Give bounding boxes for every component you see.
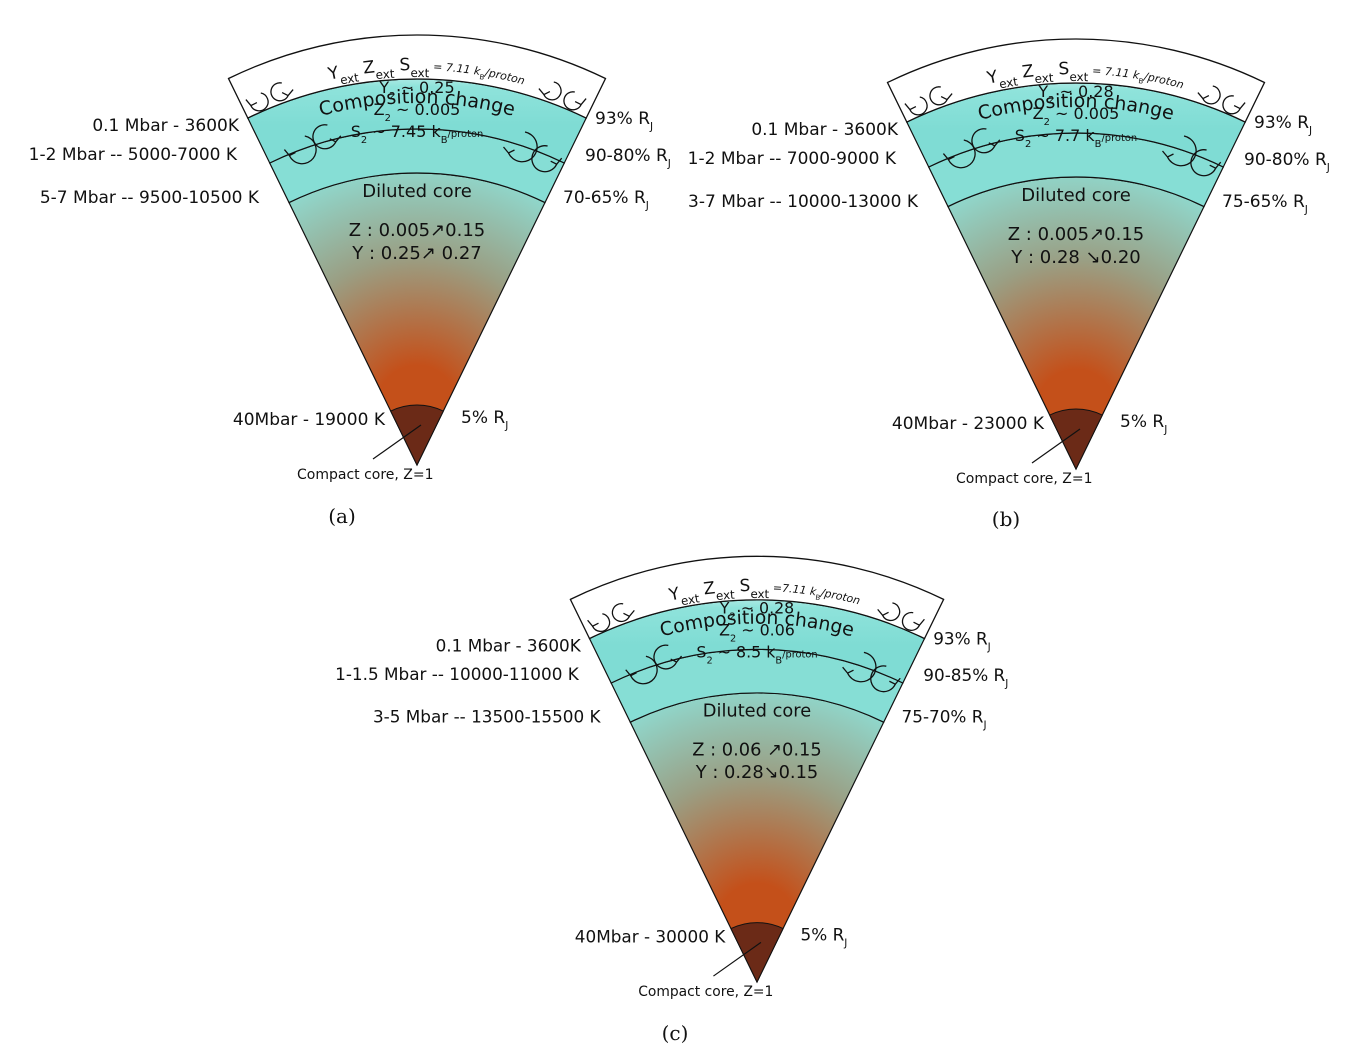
s2-value: S2 ~ 8.5 kB/proton [696, 642, 817, 666]
convection-swirl-icon [245, 92, 269, 112]
pressure-temperature-label: 0.1 Mbar - 3600K [436, 635, 582, 655]
convection-swirl-icon [1197, 85, 1221, 105]
panel-caption: (b) [992, 507, 1020, 531]
compact-core-label: Compact core, Z=1 [956, 471, 1093, 487]
pressure-temperature-label: 5-7 Mbar -- 9500-10500 K [40, 188, 260, 208]
pressure-temperature-label: 1-1.5 Mbar -- 10000-11000 K [335, 664, 580, 684]
convection-swirl-icon [270, 82, 294, 102]
panel-caption: (c) [662, 1021, 689, 1045]
panel-caption: (a) [328, 504, 356, 528]
radius-fraction-label: 5% RJ [801, 924, 848, 949]
convection-swirl-icon [611, 602, 635, 623]
convection-swirl-icon [1162, 135, 1197, 167]
core-y-range: Y : 0.28 ↘0.20 [1010, 247, 1140, 268]
panel-c: Yext Zext Sext =7.11 kB/protonCompositio… [335, 555, 1008, 1000]
radius-fraction-label: 75-65% RJ [1222, 192, 1308, 216]
convection-swirl-icon [929, 86, 953, 106]
core-y-range: Y : 0.25↗ 0.27 [351, 243, 481, 264]
y2-value: Y2 ~ 0.28 [719, 599, 795, 623]
convection-swirl-icon [538, 81, 562, 101]
convection-swirl-icon [587, 613, 611, 633]
radius-fraction-label: 90-85% RJ [923, 665, 1008, 690]
convection-swirl-icon [942, 139, 976, 169]
z2-value: Z2 ~ 0.005 [374, 100, 461, 124]
pressure-temperature-label: 3-7 Mbar -- 10000-13000 K [688, 192, 919, 212]
compact-core [730, 922, 784, 984]
pressure-temperature-label: 1-2 Mbar -- 5000-7000 K [29, 145, 238, 165]
diluted-core-title: Diluted core [1021, 185, 1131, 206]
convection-swirl-icon [1222, 95, 1246, 115]
convection-swirl-icon [503, 131, 538, 163]
radius-fraction-label: 93% RJ [1254, 113, 1312, 137]
compact-core-label: Compact core, Z=1 [638, 984, 773, 1000]
convection-swirl-icon [870, 665, 901, 693]
core-z-range: Z : 0.005↗0.15 [1008, 224, 1145, 245]
convection-swirl-icon [1190, 149, 1222, 177]
compact-core-label: Compact core, Z=1 [297, 467, 434, 483]
convection-swirl-icon [283, 135, 317, 165]
convection-swirl-icon [877, 602, 901, 622]
pressure-temperature-label: 1-2 Mbar -- 7000-9000 K [688, 149, 897, 169]
convection-swirl-icon [563, 91, 587, 111]
pressure-temperature-label: 40Mbar - 19000 K [233, 410, 386, 430]
radius-fraction-label: 75-70% RJ [902, 707, 987, 732]
compact-core-pointer [713, 941, 762, 977]
pressure-temperature-label: 3-5 Mbar -- 13500-15500 K [373, 707, 602, 727]
s2-value: S2 ~ 7.7 kB/proton [1015, 126, 1137, 150]
compact-core-pointer [372, 424, 422, 460]
diluted-core-title: Diluted core [703, 701, 811, 722]
pressure-temperature-label: 0.1 Mbar - 3600K [92, 116, 240, 136]
compact-core [1049, 408, 1103, 471]
pressure-temperature-label: 0.1 Mbar - 3600K [751, 120, 899, 140]
radius-fraction-label: 93% RJ [933, 628, 991, 653]
radius-fraction-label: 93% RJ [595, 109, 653, 133]
outer-envelope-layer [886, 38, 1266, 123]
convection-swirl-icon [312, 124, 342, 150]
radius-fraction-label: 5% RJ [461, 408, 508, 432]
y2-value: Y2 ~ 0.28 [1037, 82, 1113, 106]
convection-swirl-icon [653, 644, 683, 670]
outer-envelope-label: Yext Zext Sext = 7.11 kB/proton [325, 55, 526, 88]
convection-swirl-icon [842, 651, 877, 683]
convection-swirl-icon [971, 128, 1001, 154]
outer-envelope-layer [227, 34, 607, 119]
pressure-temperature-label: 40Mbar - 30000 K [575, 926, 726, 946]
diluted-core-title: Diluted core [362, 181, 472, 202]
radius-fraction-label: 5% RJ [1120, 412, 1167, 436]
y2-value: Y2 ~ 0.25 [378, 78, 454, 102]
convection-swirl-icon [625, 655, 658, 685]
convection-swirl-icon [901, 611, 925, 631]
radius-fraction-label: 90-80% RJ [1244, 150, 1330, 174]
core-z-range: Z : 0.005↗0.15 [349, 220, 486, 241]
convection-swirl-icon [531, 145, 563, 173]
z2-value: Z2 ~ 0.06 [719, 621, 795, 645]
compact-core [390, 404, 444, 467]
pressure-temperature-label: 40Mbar - 23000 K [892, 414, 1045, 434]
panel-b: Yext Zext Sext = 7.11 kB/protonCompositi… [688, 38, 1330, 487]
compact-core-pointer [1031, 428, 1081, 464]
radius-fraction-label: 90-80% RJ [585, 146, 671, 170]
z2-value: Z2 ~ 0.005 [1033, 104, 1120, 128]
convection-swirl-icon [904, 96, 928, 116]
core-z-range: Z : 0.06 ↗0.15 [692, 739, 821, 760]
outer-envelope-layer [569, 555, 945, 640]
core-y-range: Y : 0.28↘0.15 [695, 762, 818, 783]
panel-a: Yext Zext Sext = 7.11 kB/protonCompositi… [29, 34, 671, 483]
s2-value: S2 ~ 7.45 kB/proton [351, 122, 484, 146]
radius-fraction-label: 70-65% RJ [563, 188, 649, 212]
